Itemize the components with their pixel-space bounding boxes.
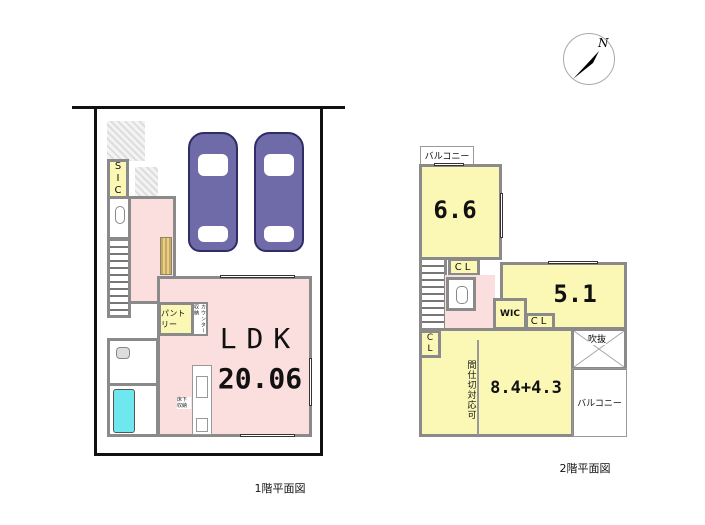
sic-storage: SIC xyxy=(107,159,129,199)
stairs-2f xyxy=(419,257,447,331)
window xyxy=(309,358,312,406)
north-label: N xyxy=(598,36,609,50)
counter-storage: カウンター収納 xyxy=(192,302,208,336)
bathtub-icon xyxy=(113,389,135,433)
ldk-size: 20.06 xyxy=(217,362,303,395)
toilet-icon xyxy=(115,206,125,224)
floor1-plan xyxy=(0,0,1,1)
window xyxy=(548,261,598,264)
partition-note: 間仕切対応可 xyxy=(465,360,476,420)
car-icon xyxy=(188,132,238,252)
lot-top-line xyxy=(72,106,345,109)
toilet-2f xyxy=(446,277,476,311)
floor2-caption: 2階平面図 xyxy=(559,462,611,475)
lot-boundary xyxy=(94,106,323,456)
partition-line xyxy=(477,340,479,435)
toilet-1f xyxy=(107,196,131,240)
ldk-label: LDK xyxy=(219,322,301,355)
room-2f-8-4-4-3 xyxy=(419,328,574,437)
void-label: 吹抜 xyxy=(588,332,607,345)
room-ldk xyxy=(157,276,312,437)
stairs-1f xyxy=(107,238,131,318)
car-icon xyxy=(254,132,304,252)
window xyxy=(240,434,295,437)
porch-2 xyxy=(135,167,158,199)
room-size-5-1: 5.1 xyxy=(553,280,597,308)
hall-step xyxy=(160,237,172,275)
closet: CL xyxy=(419,330,441,358)
entrance-porch xyxy=(107,121,145,161)
bathroom xyxy=(107,383,159,437)
walk-in-closet: WIC xyxy=(493,298,527,330)
underfloor-storage: 床下収納 xyxy=(177,397,191,409)
void-area: 吹抜 xyxy=(571,328,627,370)
toilet-icon xyxy=(456,286,468,304)
floor1-caption: 1階平面図 xyxy=(254,482,306,495)
pantry: パントリー xyxy=(158,302,194,336)
window xyxy=(434,163,464,166)
window xyxy=(220,275,295,278)
void-cross-icon xyxy=(574,331,624,367)
kitchen-counter xyxy=(192,365,212,435)
washroom xyxy=(107,338,159,388)
sink-icon xyxy=(116,347,130,359)
room-size-8-4-4-3: 8.4+4.3 xyxy=(490,378,562,398)
window xyxy=(500,193,503,238)
balcony-right: バルコニー xyxy=(572,368,627,437)
closet: CL xyxy=(448,258,480,276)
room-size-6-6: 6.6 xyxy=(433,196,477,224)
compass-icon: N xyxy=(563,33,615,85)
